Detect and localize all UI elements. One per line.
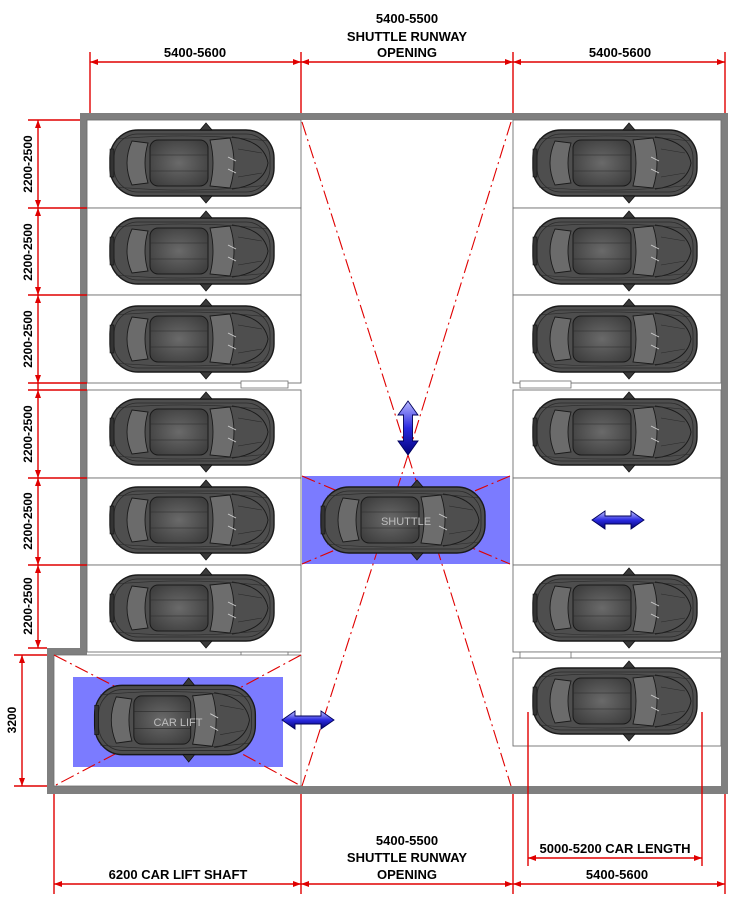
- car-icon: [109, 298, 275, 380]
- row-dimension-1: 2200-2500: [21, 135, 35, 193]
- bottom-runway-dimension: 5400-5500: [376, 833, 438, 848]
- outer-wall: [47, 113, 728, 794]
- car-icon: [532, 567, 698, 649]
- shuttle-label: SHUTTLE: [381, 516, 431, 528]
- top-runway-dimension: 5400-5500: [376, 11, 438, 26]
- top-dimension-lines: [89, 52, 726, 113]
- lift-shaft-dimension: 6200 CAR LIFT SHAFT: [109, 867, 248, 882]
- row-dimension-5: 2200-2500: [21, 492, 35, 550]
- bottom-runway-opening: OPENING: [377, 867, 437, 882]
- top-runway-label: SHUTTLE RUNWAY: [347, 29, 467, 44]
- bottom-right-dimension: 5400-5600: [586, 867, 648, 882]
- top-right-dimension: 5400-5600: [589, 45, 651, 60]
- lift-height-dimension: 3200: [5, 706, 19, 733]
- row-dimension-6: 2200-2500: [21, 577, 35, 635]
- car-lift-label: CAR LIFT: [154, 717, 203, 729]
- top-runway-opening: OPENING: [377, 45, 437, 60]
- car-icon: [532, 122, 698, 204]
- left-dimension-lines: [14, 119, 87, 787]
- car-icon: [109, 479, 275, 561]
- row-dimension-2: 2200-2500: [21, 223, 35, 281]
- car-icon: [109, 567, 275, 649]
- car-icon: [532, 210, 698, 292]
- bottom-dimension-lines: [53, 712, 726, 894]
- top-left-dimension: 5400-5600: [164, 45, 226, 60]
- car-icon: [532, 391, 698, 473]
- car-icon: [532, 298, 698, 380]
- car-length-dimension: 5000-5200 CAR LENGTH: [540, 841, 691, 856]
- row-dimension-4: 2200-2500: [21, 405, 35, 463]
- bottom-runway-label: SHUTTLE RUNWAY: [347, 850, 467, 865]
- shuttle-vertical-arrow-icon: [397, 400, 419, 456]
- car-icon: [532, 660, 698, 742]
- car-icon: [109, 391, 275, 473]
- car-icon: [109, 210, 275, 292]
- row-dimension-3: 2200-2500: [21, 310, 35, 368]
- car-icon: [109, 122, 275, 204]
